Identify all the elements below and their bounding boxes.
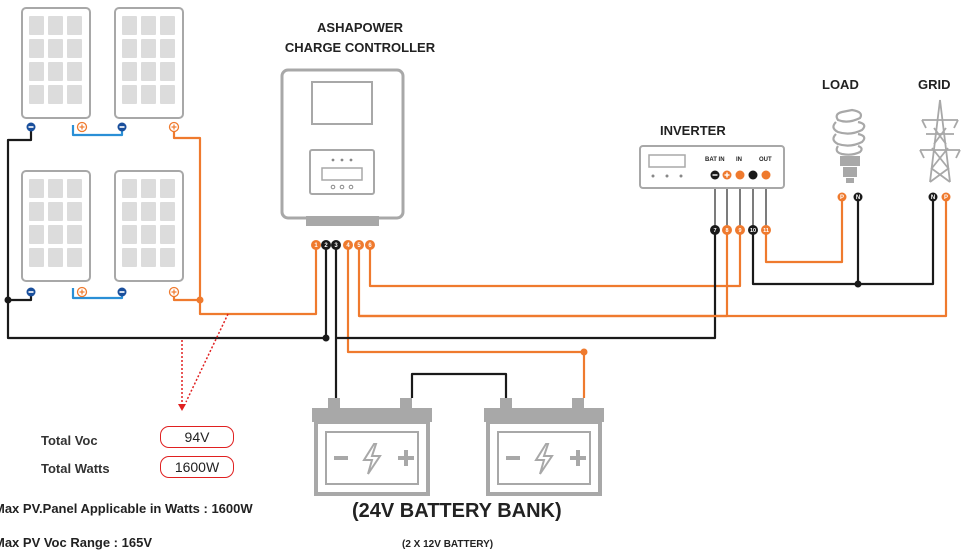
total-voc-label: Total Voc xyxy=(41,433,98,448)
svg-text:5: 5 xyxy=(357,243,361,249)
svg-text:1: 1 xyxy=(314,243,318,249)
callout-arrow xyxy=(181,313,229,404)
svg-text:2: 2 xyxy=(324,243,328,249)
max-pv-watts-note: Max PV.Panel Applicable in Watts : 1600W xyxy=(0,501,253,516)
charge-controller-icon xyxy=(280,68,405,226)
inverter-icon xyxy=(639,145,785,189)
arrowhead xyxy=(178,404,186,411)
load-terminals: P N xyxy=(837,192,863,202)
max-pv-voc-note: Max PV Voc Range : 165V xyxy=(0,535,152,550)
pv-positive-wire xyxy=(172,127,202,302)
svg-text:P: P xyxy=(840,195,844,201)
svg-text:9: 9 xyxy=(738,228,741,234)
total-watts-value: 1600W xyxy=(160,456,234,478)
grid-phase-wire xyxy=(359,197,948,318)
inverter-port-label: BAT IN xyxy=(705,157,725,163)
load-title: LOAD xyxy=(822,77,859,92)
total-voc-value: 94V xyxy=(160,426,234,448)
svg-text:4: 4 xyxy=(346,243,350,249)
pv-positive-wire xyxy=(198,245,318,316)
transmission-tower-icon xyxy=(919,99,961,183)
solar-panel-icon xyxy=(21,170,91,282)
solar-panel-icon xyxy=(114,170,184,282)
inverter-port-label: OUT xyxy=(759,157,772,163)
controller-inverter-wire xyxy=(357,230,729,318)
battery-icon xyxy=(310,396,434,496)
junction-dots xyxy=(4,280,862,356)
grid-title: GRID xyxy=(918,77,951,92)
svg-text:P: P xyxy=(944,195,948,201)
inverter-port-label: IN xyxy=(736,157,742,163)
controller-terminals: 1 2 3 4 5 6 xyxy=(311,240,375,250)
solar-panel-icon xyxy=(114,7,184,119)
svg-text:N: N xyxy=(931,195,935,201)
svg-text:3: 3 xyxy=(334,243,338,249)
total-watts-label: Total Watts xyxy=(41,461,110,476)
pv-negative-wire xyxy=(6,127,33,302)
cfl-bulb-icon xyxy=(832,108,866,183)
inverter-negative-wire xyxy=(336,230,717,340)
inverter-bottom-terminals: 7 8 9 10 11 xyxy=(710,225,771,235)
svg-text:10: 10 xyxy=(750,228,756,234)
svg-text:6: 6 xyxy=(368,243,372,249)
svg-text:N: N xyxy=(856,195,860,201)
svg-text:11: 11 xyxy=(763,228,769,234)
load-phase-wire xyxy=(764,197,844,264)
solar-panel-icon xyxy=(21,7,91,119)
pv-negative-wire xyxy=(6,245,328,340)
battery-series-wire xyxy=(410,372,508,398)
inverter-title: INVERTER xyxy=(660,123,726,138)
svg-text:7: 7 xyxy=(713,228,716,234)
controller-inverter-wire xyxy=(368,230,742,288)
battery-positive-wire xyxy=(346,245,586,398)
battery-bank-title: (24V BATTERY BANK) xyxy=(352,500,562,522)
battery-icon xyxy=(482,396,606,496)
svg-text:8: 8 xyxy=(725,228,728,234)
neutral-wire xyxy=(751,197,935,286)
controller-title: ASHAPOWER CHARGE CONTROLLER xyxy=(284,20,436,55)
battery-bank-subtitle: (2 X 12V BATTERY) xyxy=(402,539,494,550)
grid-terminals: N P xyxy=(928,192,951,202)
